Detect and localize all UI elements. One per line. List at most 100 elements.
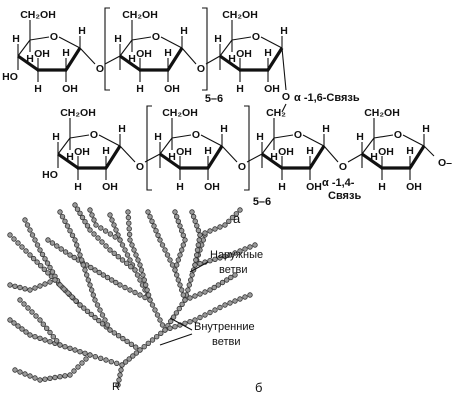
glucose-bead xyxy=(45,237,51,243)
glycosidic-oxygen: O xyxy=(96,63,104,75)
glucose-bead xyxy=(47,375,53,381)
glucose-bead xyxy=(232,272,238,278)
glucose-bead xyxy=(62,373,68,379)
glucose-bead xyxy=(111,330,117,336)
glucose-bead xyxy=(178,287,185,293)
glucose-bead xyxy=(141,344,147,350)
glucose-bead xyxy=(111,222,117,228)
branch-chain xyxy=(125,209,153,303)
glucose-bead xyxy=(179,301,185,307)
glucose-bead xyxy=(82,350,88,356)
glucose-bead xyxy=(34,259,40,265)
branch-chain xyxy=(7,277,58,293)
glucose-bead xyxy=(50,334,56,340)
glucose-bead xyxy=(247,292,253,298)
glucose-bead xyxy=(207,228,213,234)
glucose-bead xyxy=(233,211,239,217)
hydrogen-atom: H xyxy=(114,33,122,45)
glucose-bead xyxy=(227,252,233,258)
glucose-bead xyxy=(119,362,125,368)
glucose-bead xyxy=(22,371,28,377)
glucose-bead xyxy=(89,212,95,218)
bond-line xyxy=(131,36,152,41)
glucose-bead xyxy=(25,305,31,311)
hydroxyl-group: OH xyxy=(378,146,394,158)
glucose-bead xyxy=(59,213,66,220)
glucose-bead xyxy=(75,364,81,370)
glucose-bead xyxy=(73,298,79,304)
glucose-bead xyxy=(108,359,114,365)
glucose-bead xyxy=(154,312,161,318)
glucose-bead xyxy=(175,277,181,283)
glucose-bead xyxy=(15,240,21,246)
glucose-bead xyxy=(45,270,51,276)
bond-line xyxy=(159,137,173,155)
ring-front-edge xyxy=(361,152,383,170)
bond-line xyxy=(221,145,238,163)
glucose-bead xyxy=(137,262,143,268)
outer-branches-label-line2: ветви xyxy=(219,264,248,276)
glucose-bead xyxy=(22,217,28,223)
glucose-bead xyxy=(37,317,43,323)
glucose-bead xyxy=(72,237,78,243)
hydroxyl-group: OH xyxy=(406,181,422,193)
glucose-bead xyxy=(237,296,243,302)
hydroxyl-group: OH xyxy=(164,83,180,95)
glucose-bead xyxy=(94,302,101,308)
glucose-bead xyxy=(22,286,28,292)
glucose-bead xyxy=(190,213,197,220)
ring-front-edge xyxy=(159,152,181,170)
bond-line xyxy=(373,134,394,139)
glucose-bead xyxy=(126,356,132,362)
glucose-bead xyxy=(17,284,23,291)
glucose-bead xyxy=(69,294,75,300)
glucose-bead xyxy=(173,262,180,268)
repeat-count-label: 5–6 xyxy=(253,196,271,208)
outer-branches-label-line1: Наружные xyxy=(210,249,263,261)
glucose-bead xyxy=(92,297,98,303)
glucose-bead xyxy=(217,255,223,261)
ring-front-edge xyxy=(266,47,284,71)
glucose-bead xyxy=(130,353,136,359)
glucose-bead xyxy=(112,234,118,240)
glucose-bead xyxy=(151,223,157,229)
bond-line xyxy=(402,134,425,147)
hydrogen-atom: H xyxy=(204,145,212,157)
glucose-bead xyxy=(178,247,185,253)
glucose-bead xyxy=(212,307,218,313)
glucose-bead xyxy=(19,244,25,250)
glucose-bead xyxy=(147,213,153,220)
glucose-bead xyxy=(232,298,238,304)
hydroxyl-group: HO xyxy=(42,169,58,181)
glucose-bead xyxy=(49,240,56,246)
bond-line xyxy=(57,137,71,155)
bond-line xyxy=(171,134,192,139)
hydrogen-atom: H xyxy=(62,47,70,59)
glucose-bead xyxy=(12,367,18,373)
glucose-bead xyxy=(104,274,111,281)
branch-chain xyxy=(57,209,113,333)
hydrogen-atom: H xyxy=(356,131,364,143)
glucose-bead xyxy=(197,291,203,297)
glucose-bead xyxy=(223,277,230,283)
glucose-bead xyxy=(71,254,77,261)
glucose-bead xyxy=(32,375,38,381)
branch-chain xyxy=(72,202,138,273)
glucose-bead xyxy=(87,207,93,213)
glucose-bead xyxy=(15,323,21,329)
glucose-bead xyxy=(175,257,181,263)
glucose-bead xyxy=(57,282,63,288)
glucose-bead xyxy=(67,252,73,258)
glucose-bead xyxy=(127,237,133,243)
glucose-bead xyxy=(122,359,129,365)
bond-line xyxy=(273,134,294,139)
repeat-bracket-right xyxy=(244,105,250,191)
ring-front-edge xyxy=(206,145,224,169)
hydroxyl-group: OH xyxy=(306,181,322,193)
glucose-bead xyxy=(87,352,93,358)
glycosidic-oxygen: O xyxy=(238,161,246,173)
glucose-bead xyxy=(80,262,86,268)
